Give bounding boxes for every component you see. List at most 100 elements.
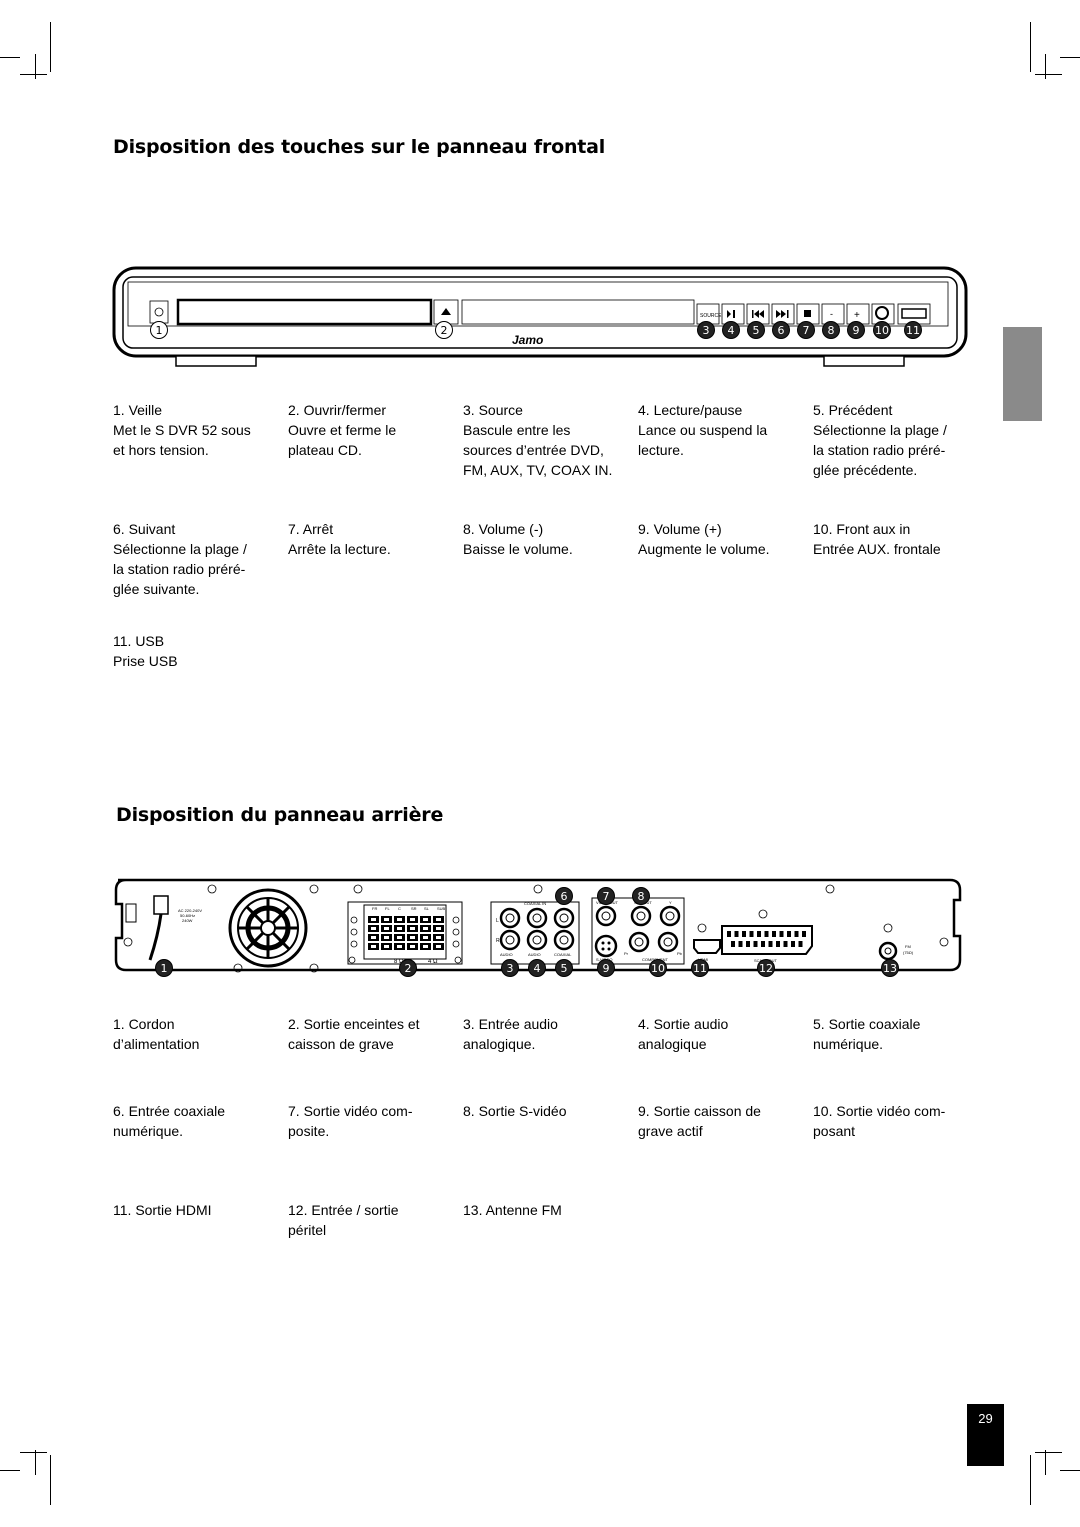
- svg-text:4: 4: [534, 962, 541, 975]
- speaker-label: C: [398, 906, 401, 911]
- rear-marker-3: 3: [501, 959, 519, 977]
- svg-text:R: R: [496, 938, 500, 944]
- svg-text:1: 1: [161, 962, 168, 975]
- front-marker-9: 9: [847, 321, 865, 339]
- rear-marker-9: 9: [597, 959, 615, 977]
- svg-text:4: 4: [728, 324, 735, 337]
- svg-text:7: 7: [603, 890, 610, 903]
- rear-marker-12: 12: [757, 959, 775, 977]
- rear-marker-10: 10: [649, 959, 667, 977]
- svg-text:COAXIAL: COAXIAL: [554, 952, 572, 957]
- source-label: SOURCE: [700, 313, 722, 319]
- rear-item-10: 10. Sortie vidéo com-posant: [813, 1103, 946, 1139]
- svg-text:240W: 240W: [182, 918, 193, 923]
- svg-text:AC 220-240V: AC 220-240V: [178, 908, 202, 913]
- previous-icon: [752, 310, 764, 318]
- svg-text:9: 9: [853, 324, 860, 337]
- next-icon: [776, 310, 789, 318]
- svg-text:12: 12: [759, 962, 773, 975]
- s-video-port-icon: [594, 934, 618, 958]
- front-item-8: 8. Volume (-)Baisse le volume.: [463, 521, 573, 557]
- svg-text:2: 2: [441, 324, 448, 337]
- rear-marker-6: 6: [555, 887, 573, 905]
- page-number: 29: [967, 1404, 1004, 1466]
- front-marker-8: 8: [822, 321, 840, 339]
- rear-marker-4: 4: [528, 959, 546, 977]
- speaker-label: FR: [372, 906, 377, 911]
- svg-text:11: 11: [906, 324, 920, 337]
- svg-text:8: 8: [828, 324, 835, 337]
- speaker-label: SR: [411, 906, 417, 911]
- brand-logo: Jamo: [512, 333, 543, 347]
- fm-antenna-icon: [878, 941, 898, 961]
- rear-item-7: 7. Sortie vidéo com-posite.: [288, 1103, 413, 1139]
- svg-text:10: 10: [651, 962, 665, 975]
- play-pause-icon: [727, 310, 735, 318]
- front-marker-7: 7: [797, 321, 815, 339]
- svg-text:2: 2: [405, 962, 412, 975]
- front-marker-10: 10: [873, 321, 891, 339]
- rear-item-11: 11. Sortie HDMI: [113, 1202, 212, 1218]
- svg-text:3: 3: [507, 962, 514, 975]
- svg-text:Y: Y: [669, 900, 672, 905]
- rear-marker-13: 13: [881, 959, 899, 977]
- rear-item-13: 13. Antenne FM: [463, 1202, 562, 1218]
- front-marker-2: 2: [435, 321, 453, 339]
- svg-text:L: L: [496, 918, 499, 924]
- svg-text:8: 8: [638, 890, 645, 903]
- volume-plus-label: +: [854, 310, 860, 321]
- svg-text:(75Ω): (75Ω): [903, 950, 914, 955]
- stop-icon: [804, 310, 811, 317]
- svg-text:50-60Hz: 50-60Hz: [180, 913, 195, 918]
- usb-port-icon: [901, 308, 927, 319]
- rear-marker-2: 2: [399, 959, 417, 977]
- speaker-label: SL: [424, 906, 430, 911]
- rear-marker-7: 7: [597, 887, 615, 905]
- svg-text:11: 11: [693, 962, 707, 975]
- svg-text:9: 9: [603, 962, 610, 975]
- speaker-label: SUB: [437, 906, 446, 911]
- svg-text:1: 1: [156, 324, 163, 337]
- scart-port-icon: [721, 925, 813, 955]
- svg-text:HDMI: HDMI: [698, 957, 708, 962]
- svg-text:10: 10: [875, 324, 889, 337]
- front-marker-4: 4: [722, 321, 740, 339]
- rear-marker-1: 1: [155, 959, 173, 977]
- front-marker-3: 3: [697, 321, 715, 339]
- svg-text:4 Ω: 4 Ω: [428, 959, 438, 965]
- rear-marker-8: 8: [632, 887, 650, 905]
- rear-panel-heading: Disposition du panneau arrière: [116, 804, 444, 826]
- section-tab: [1003, 327, 1042, 421]
- svg-text:5: 5: [753, 324, 760, 337]
- svg-text:FM: FM: [905, 944, 911, 949]
- svg-text:6: 6: [778, 324, 785, 337]
- rear-item-8: 8. Sortie S-vidéo: [463, 1103, 567, 1119]
- hdmi-port-icon: [693, 939, 721, 954]
- front-marker-11: 11: [904, 321, 922, 339]
- volume-minus-label: -: [830, 309, 833, 319]
- svg-text:7: 7: [803, 324, 810, 337]
- svg-text:COAXIAL IN: COAXIAL IN: [524, 901, 546, 906]
- front-item-9: 9. Volume (+)Augmente le volume.: [638, 521, 770, 557]
- svg-text:6: 6: [561, 890, 568, 903]
- svg-text:8 Ω: 8 Ω: [394, 959, 404, 965]
- front-marker-1: 1: [150, 321, 168, 339]
- rear-marker-5: 5: [555, 959, 573, 977]
